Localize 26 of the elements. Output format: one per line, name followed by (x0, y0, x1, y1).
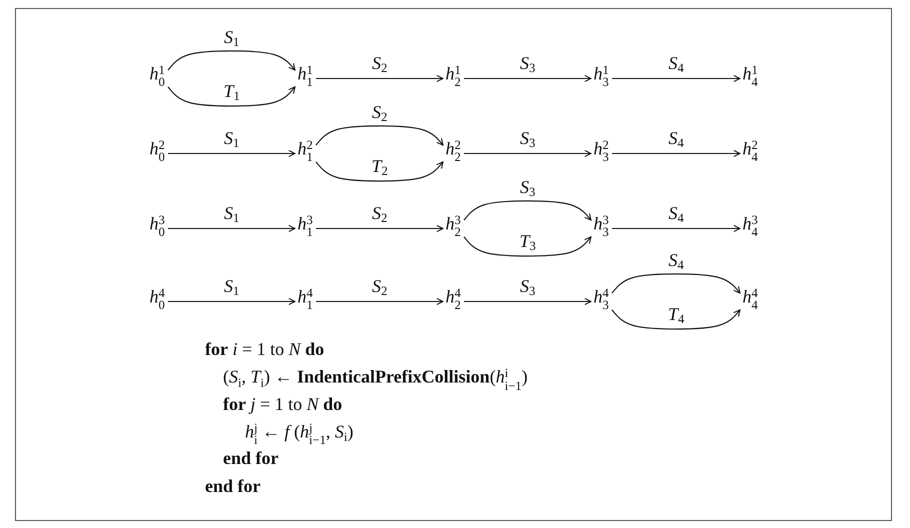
arrow (316, 298, 444, 306)
arrow (612, 150, 740, 158)
arrow (168, 150, 296, 158)
pseudocode-line: (S$_{i}$, T$_{i}$) ← IndenticalPrefixCollision(h$^{i}$$_{i−1}$) (223, 367, 528, 392)
arrow (316, 224, 444, 232)
pseudocode-line: end for (223, 449, 278, 468)
arrow (612, 74, 740, 82)
arrow (464, 150, 592, 158)
arrow (464, 200, 592, 221)
pseudocode-line: for j = 1 to N do (223, 394, 342, 413)
arrow (316, 161, 444, 182)
pseudocode-line: end for (205, 476, 260, 494)
arrow (612, 309, 740, 330)
arrow (464, 236, 592, 257)
pseudocode-line: for i = 1 to N do (205, 340, 324, 358)
arrow (612, 273, 740, 294)
arrow (464, 298, 592, 306)
arrow (168, 86, 296, 107)
arrow (168, 298, 296, 306)
arrow (316, 74, 444, 82)
pseudocode-line: h$^{j}$$_{i}$ ← f (h$^{j}$$_{i−1}$, S$_{i}$) (245, 422, 354, 448)
arrow (168, 50, 296, 71)
arrow (316, 125, 444, 146)
arrow (168, 224, 296, 232)
arrow (464, 74, 592, 82)
arrow (612, 224, 740, 232)
